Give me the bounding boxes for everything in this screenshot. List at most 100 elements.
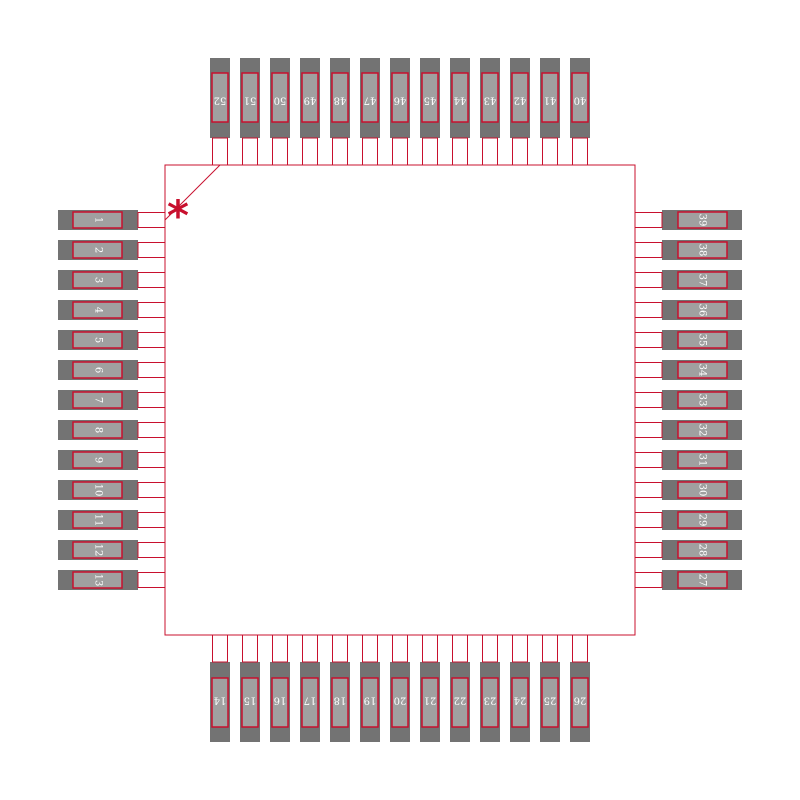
- pad-inner-38: [677, 241, 728, 259]
- pin-14: 14: [210, 634, 230, 742]
- pin-number-34: 34: [697, 364, 708, 377]
- pin-number-21: 21: [424, 695, 437, 706]
- pin-8: 8: [58, 420, 166, 440]
- pin-27: 27: [634, 570, 742, 590]
- pin-47: 47: [360, 58, 380, 166]
- pad-inner-10: [72, 481, 123, 499]
- lead-outline-4: [137, 302, 166, 318]
- lead-outline-27: [634, 572, 663, 588]
- pin-number-10: 10: [93, 484, 104, 497]
- pad-inner-8: [72, 421, 123, 439]
- lead-outline-49: [302, 137, 318, 166]
- pin-number-49: 49: [304, 95, 317, 106]
- pin-number-19: 19: [364, 695, 377, 706]
- pin-20: 20: [390, 634, 410, 742]
- pin-number-23: 23: [484, 695, 497, 706]
- pin-45: 45: [420, 58, 440, 166]
- pad-inner-13: [72, 571, 123, 589]
- pad-inner-17: [301, 677, 319, 728]
- pin-35: 35: [634, 330, 742, 350]
- lead-outline-8: [137, 422, 166, 438]
- lead-outline-50: [272, 137, 288, 166]
- pin-21: 21: [420, 634, 440, 742]
- pin-50: 50: [270, 58, 290, 166]
- pad-inner-24: [511, 677, 529, 728]
- pin-51: 51: [240, 58, 260, 166]
- pin-38: 38: [634, 240, 742, 260]
- lead-outline-31: [634, 452, 663, 468]
- lead-outline-35: [634, 332, 663, 348]
- lead-outline-34: [634, 362, 663, 378]
- pin-number-35: 35: [697, 334, 708, 347]
- pin-number-11: 11: [93, 514, 104, 527]
- pin-number-29: 29: [697, 514, 708, 527]
- pin-number-51: 51: [244, 95, 257, 106]
- pin-number-22: 22: [454, 695, 467, 706]
- pin-17: 17: [300, 634, 320, 742]
- lead-outline-44: [452, 137, 468, 166]
- pin-33: 33: [634, 390, 742, 410]
- pin-number-37: 37: [697, 274, 708, 287]
- pin-number-13: 13: [93, 574, 104, 587]
- pin-number-30: 30: [697, 484, 708, 497]
- pin-number-3: 3: [93, 277, 104, 283]
- pad-inner-35: [677, 331, 728, 349]
- pad-inner-33: [677, 391, 728, 409]
- pin-number-24: 24: [514, 695, 527, 706]
- pad-inner-32: [677, 421, 728, 439]
- pin-number-47: 47: [364, 95, 377, 106]
- pin-1: 1: [58, 210, 166, 230]
- pad-inner-52: [211, 72, 229, 123]
- lead-outline-29: [634, 512, 663, 528]
- pad-inner-45: [421, 72, 439, 123]
- pin-number-31: 31: [697, 454, 708, 467]
- lead-outline-7: [137, 392, 166, 408]
- pin-number-32: 32: [697, 424, 708, 437]
- pin1-corner-line: [164, 164, 221, 221]
- lead-outline-28: [634, 542, 663, 558]
- lead-outline-36: [634, 302, 663, 318]
- lead-outline-19: [362, 634, 378, 663]
- lead-outline-30: [634, 482, 663, 498]
- lead-outline-46: [392, 137, 408, 166]
- pin-41: 41: [540, 58, 560, 166]
- pin-24: 24: [510, 634, 530, 742]
- pad-inner-21: [421, 677, 439, 728]
- pin-number-16: 16: [274, 695, 287, 706]
- pin-number-20: 20: [394, 695, 407, 706]
- pin-number-33: 33: [697, 394, 708, 407]
- pin-11: 11: [58, 510, 166, 530]
- pad-inner-22: [451, 677, 469, 728]
- pad-inner-29: [677, 511, 728, 529]
- pin-49: 49: [300, 58, 320, 166]
- lead-outline-43: [482, 137, 498, 166]
- pin-25: 25: [540, 634, 560, 742]
- pad-inner-5: [72, 331, 123, 349]
- lead-outline-26: [572, 634, 588, 663]
- pin-number-44: 44: [454, 95, 467, 106]
- lead-outline-33: [634, 392, 663, 408]
- lead-outline-16: [272, 634, 288, 663]
- pad-inner-46: [391, 72, 409, 123]
- lead-outline-52: [212, 137, 228, 166]
- lead-outline-14: [212, 634, 228, 663]
- pad-inner-31: [677, 451, 728, 469]
- pin-number-6: 6: [93, 367, 104, 373]
- pad-inner-49: [301, 72, 319, 123]
- lead-outline-3: [137, 272, 166, 288]
- pad-inner-27: [677, 571, 728, 589]
- pin-number-48: 48: [334, 95, 347, 106]
- pin-30: 30: [634, 480, 742, 500]
- pad-inner-1: [72, 211, 123, 229]
- pin-number-28: 28: [697, 544, 708, 557]
- pin-9: 9: [58, 450, 166, 470]
- pin-number-14: 14: [214, 695, 227, 706]
- lead-outline-15: [242, 634, 258, 663]
- pin-44: 44: [450, 58, 470, 166]
- pad-inner-50: [271, 72, 289, 123]
- pin-46: 46: [390, 58, 410, 166]
- pin-number-50: 50: [274, 95, 287, 106]
- lead-outline-41: [542, 137, 558, 166]
- pin-29: 29: [634, 510, 742, 530]
- lead-outline-12: [137, 542, 166, 558]
